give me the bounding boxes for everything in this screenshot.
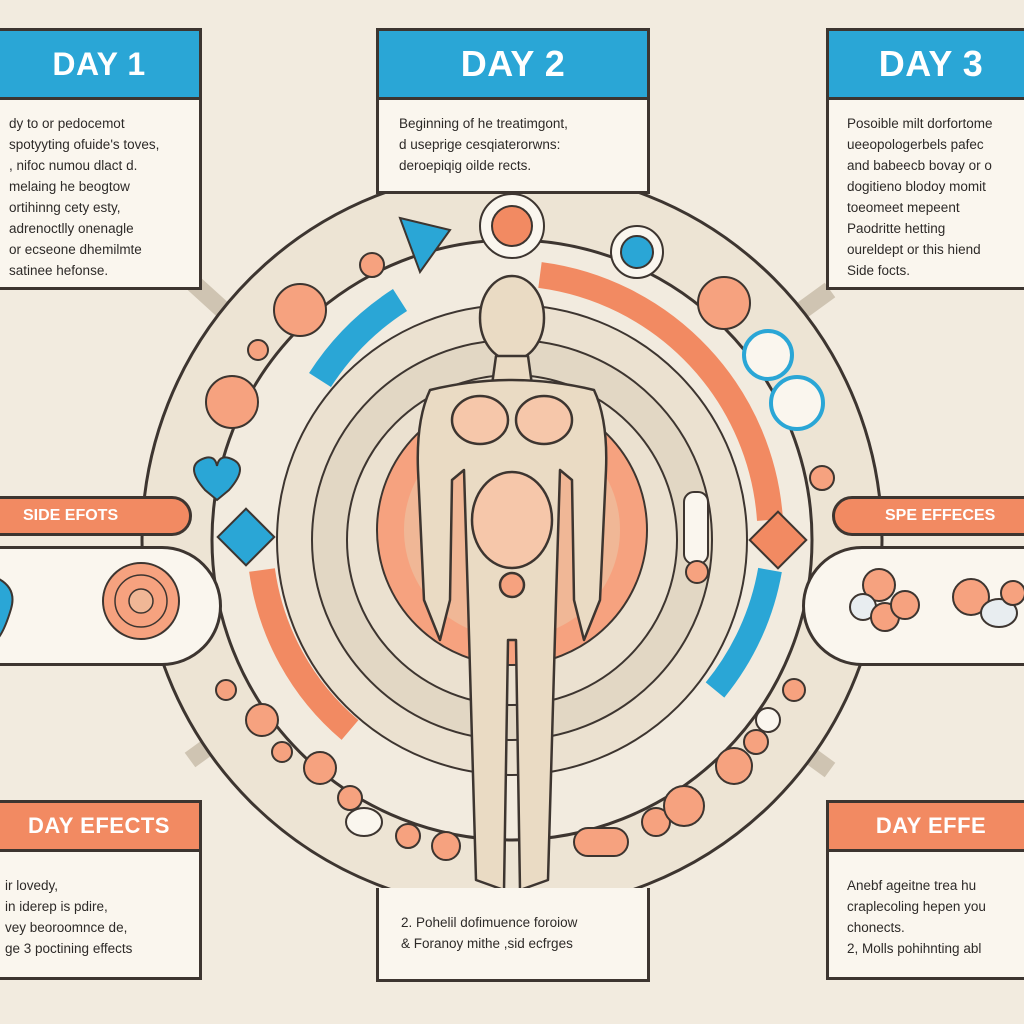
bottom-right-title: DAY EFFE: [829, 803, 1024, 852]
side-effects-left-icons: [0, 562, 180, 640]
bottom-left-card: DAY EFECTS ir lovedy, in iderep is pdire…: [0, 800, 202, 980]
day2-title: DAY 2: [379, 31, 647, 100]
day3-text: Posoible milt dorfortome ueeopologerbels…: [847, 116, 993, 278]
side-effects-left-tab: SIDE EFOTS: [0, 496, 192, 536]
orbit-icons: [205, 193, 835, 861]
side-effects-right-pills: [849, 568, 1024, 632]
day1-card: DAY 1 dy to or pedocemot spotyyting ofui…: [0, 28, 202, 290]
bottom-center-text: 2. Pohelil dofimuence foroiow & Foranoy …: [401, 915, 578, 951]
heart-icon: [193, 456, 241, 502]
progress-arc-orange-right: [538, 262, 783, 521]
day1-title: DAY 1: [0, 31, 199, 100]
day3-card: DAY 3 Posoible milt dorfortome ueeopolog…: [826, 28, 1024, 290]
side-effects-right-box: [802, 546, 1024, 666]
bottom-left-text: ir lovedy, in iderep is pdire, vey beoro…: [5, 878, 133, 956]
side-effects-right-label: SPE EFFECES: [885, 507, 996, 524]
side-effects-left-label: SIDE EFOTS: [23, 507, 119, 524]
progress-arc-blue-right: [705, 567, 782, 698]
bottom-right-card: DAY EFFE Anebf ageitne trea hu craplecol…: [826, 800, 1024, 980]
day2-card: DAY 2 Beginning of he treatimgont, d use…: [376, 28, 650, 194]
bottom-center-card: 2. Pohelil dofimuence foroiow & Foranoy …: [376, 888, 650, 982]
bottom-left-title: DAY EFECTS: [0, 803, 199, 852]
side-effects-right-tab: SPE EFFECES: [832, 496, 1024, 536]
progress-arc-blue-left: [309, 289, 408, 388]
progress-arc-orange-left: [249, 568, 359, 740]
day1-text: dy to or pedocemot spotyyting ofuide's t…: [9, 116, 160, 278]
bottom-right-text: Anebf ageitne trea hu craplecoling hepen…: [847, 878, 986, 956]
human-figure: [416, 274, 608, 892]
day3-title: DAY 3: [829, 31, 1024, 100]
day2-text: Beginning of he treatimgont, d useprige …: [399, 116, 568, 173]
side-effects-left-box: [0, 546, 222, 666]
